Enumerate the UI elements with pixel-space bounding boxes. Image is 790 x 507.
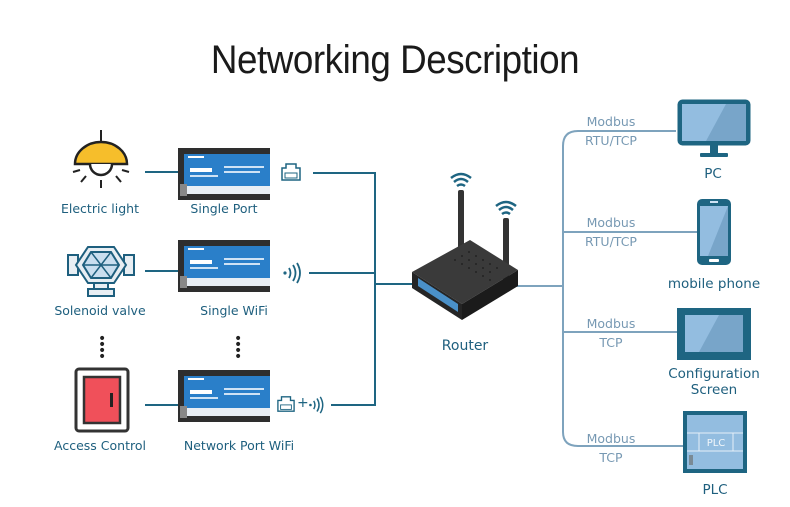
protocol-label-config: Modbus TCP [586,316,636,350]
client-label: mobile phone [667,276,761,292]
ellipsis-middle: •••• [234,331,243,365]
page-title: Networking Description [210,38,580,82]
client-label: Configuration Screen [668,366,760,398]
router-icon [412,172,518,320]
client-bus [562,130,688,447]
end-device-label: Access Control [54,438,146,453]
ethernet-port-icon [281,163,301,181]
client-label: PLC [702,482,728,498]
end-device-label: Solenoid valve [54,303,146,318]
ellipsis-left: •••• [98,331,107,365]
phone-icon [697,199,731,265]
plus-sign: + [297,395,309,411]
protocol-label-phone: Modbus RTU/TCP [585,215,637,249]
protocol-label-pc: Modbus RTU/TCP [585,114,637,148]
protocol-label-plc: Modbus TCP [586,431,636,465]
controller-label: Single Port [190,201,258,216]
controller-label: Network Port WiFi [183,438,295,453]
plc-text: PLC [707,438,726,449]
monitor-icon [677,99,751,157]
controller-label: Single WiFi [200,303,268,318]
router-label: Router [441,338,489,354]
ethernet-port-icon [277,396,295,412]
valve-icon [67,246,135,297]
lamp-icon [72,130,130,188]
end-device-label: Electric light [61,201,139,216]
plc-icon: PLC [683,411,747,473]
touch-screen-icon [677,308,751,360]
wifi-signal-icon [309,396,324,414]
client-label: PC [704,166,722,182]
bus-line [313,172,376,406]
door-switch-icon [74,367,130,433]
wifi-signal-icon [283,262,301,284]
